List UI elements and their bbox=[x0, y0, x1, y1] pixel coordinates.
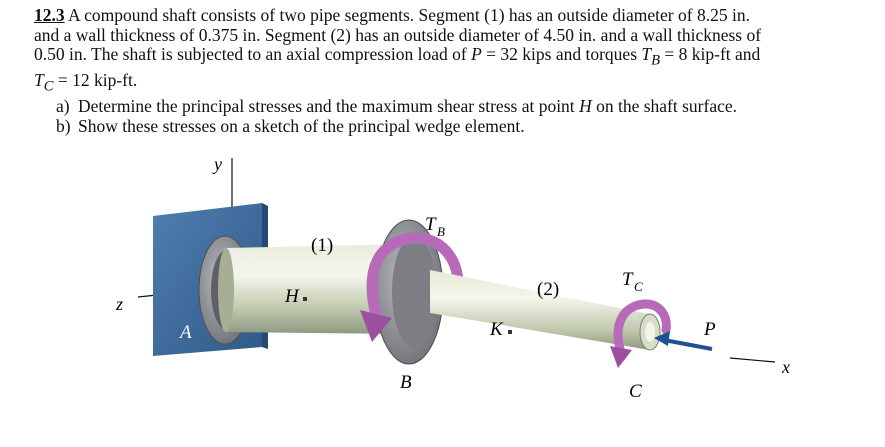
torque-symbol-tb: T bbox=[641, 44, 652, 64]
torque-sub-b: B bbox=[651, 52, 661, 69]
torque-tb-subscript: B bbox=[437, 224, 445, 239]
question-b-text: Show these stresses on a sketch of the p… bbox=[78, 115, 525, 136]
end-c bbox=[639, 313, 661, 351]
load-p-arrowhead bbox=[654, 331, 670, 346]
support-label-a: A bbox=[178, 322, 192, 343]
torque-tb-arrowhead bbox=[360, 310, 392, 342]
load-p-shaft bbox=[663, 338, 713, 351]
question-b-label: b) bbox=[56, 115, 71, 136]
torque-tc-arrow bbox=[613, 299, 671, 361]
torque-symbol-tc: T bbox=[34, 70, 44, 90]
point-k-label: K bbox=[489, 319, 504, 340]
end-c-label: C bbox=[629, 381, 642, 402]
question-a-label: a) bbox=[56, 96, 70, 116]
problem-line-3: 0.50 in. The shaft is subjected to an ax… bbox=[34, 44, 874, 71]
flange-b-label: B bbox=[400, 372, 412, 393]
question-b: b) Show these stresses on a sketch of the… bbox=[56, 115, 874, 137]
point-h-label: H bbox=[284, 286, 300, 307]
segment-1-pipe bbox=[218, 244, 405, 334]
problem-line-1: 12.3 A compound shaft consists of two pi… bbox=[34, 5, 874, 26]
problem-line-2: and a wall thickness of 0.375 in. Segmen… bbox=[34, 24, 762, 45]
point-k-marker bbox=[508, 330, 512, 334]
point-h-marker bbox=[303, 297, 307, 301]
problem-line-4: TC = 12 kip-ft. bbox=[34, 70, 874, 97]
problem-text-4: = 12 kip-ft. bbox=[53, 70, 138, 90]
torque-tc-arrowhead bbox=[610, 346, 632, 368]
torque-tb-symbol: T bbox=[425, 214, 437, 235]
problem-text-3b: = 32 kips and torques bbox=[481, 44, 642, 64]
segment-1-label: (1) bbox=[311, 235, 333, 256]
x-axis-label: x bbox=[781, 357, 790, 377]
segment-2-pipe bbox=[430, 270, 650, 350]
shaft-figure: y z x A (1) H T B B (2) K T C C P bbox=[115, 154, 790, 402]
z-axis-label: z bbox=[115, 294, 123, 314]
torque-tc-subscript: C bbox=[634, 279, 643, 294]
load-symbol-p: P bbox=[471, 44, 482, 64]
segment-2-label: (2) bbox=[537, 279, 559, 300]
x-axis bbox=[729, 357, 776, 363]
problem-text-3c: = 8 kip-ft and bbox=[660, 44, 761, 64]
question-a: a) Determine the principal stresses and t… bbox=[56, 96, 874, 117]
question-a-text: Determine the principal stresses and the… bbox=[78, 96, 737, 116]
problem-number: 12.3 bbox=[34, 5, 65, 25]
torque-tc-symbol: T bbox=[622, 269, 634, 290]
flange-b bbox=[374, 219, 444, 365]
torque-sub-c: C bbox=[43, 78, 54, 95]
problem-text-1: A compound shaft consists of two pipe se… bbox=[68, 5, 750, 25]
torque-tb-arrow bbox=[366, 232, 464, 328]
load-p-label: P bbox=[703, 319, 716, 340]
y-axis-label: y bbox=[212, 154, 222, 174]
problem-statement: 12.3 A compound shaft consists of two pi… bbox=[34, 5, 874, 137]
problem-text-3a: 0.50 in. The shaft is subjected to an ax… bbox=[34, 44, 472, 64]
